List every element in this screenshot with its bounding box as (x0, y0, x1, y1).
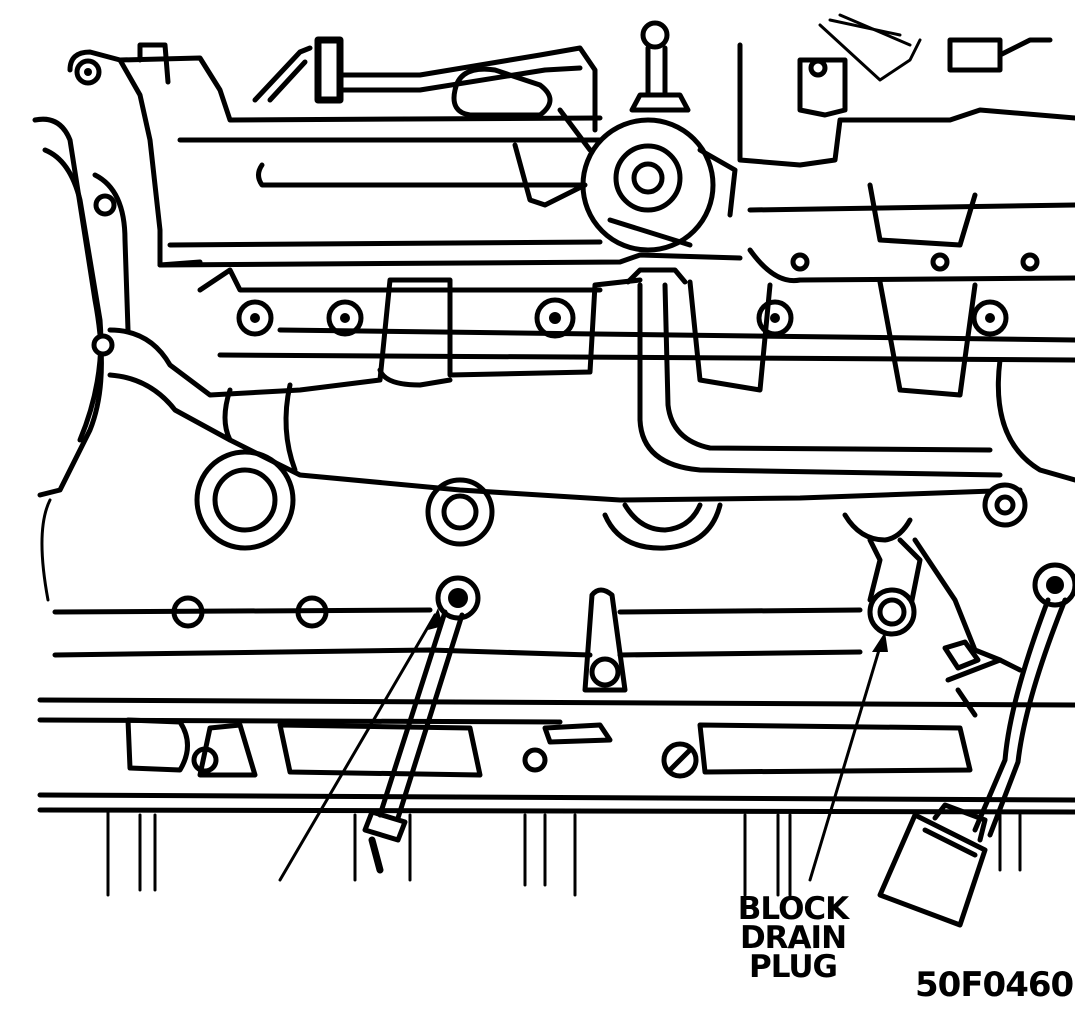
heater-cord (877, 562, 1075, 928)
block-heater (362, 575, 481, 874)
timing-cover (32, 116, 131, 602)
oil-tube (625, 267, 1003, 478)
leader-lines (278, 608, 888, 882)
block-deck (37, 587, 1075, 815)
fuel-lines (137, 13, 1053, 133)
callout-line-1: BLOCK (737, 891, 849, 927)
block-drain-plug (867, 587, 917, 637)
oil-pan (106, 810, 1022, 897)
egr-valve (512, 20, 738, 253)
intake-manifold (67, 42, 1075, 284)
callout-line-2: DRAIN (739, 920, 847, 956)
callout-line-3: PLUG (749, 949, 838, 985)
block-ports (194, 449, 1003, 663)
block-drain-plug-label: BLOCK DRAIN PLUG (728, 891, 858, 985)
figure-code: 50F0460 (915, 965, 1074, 1005)
